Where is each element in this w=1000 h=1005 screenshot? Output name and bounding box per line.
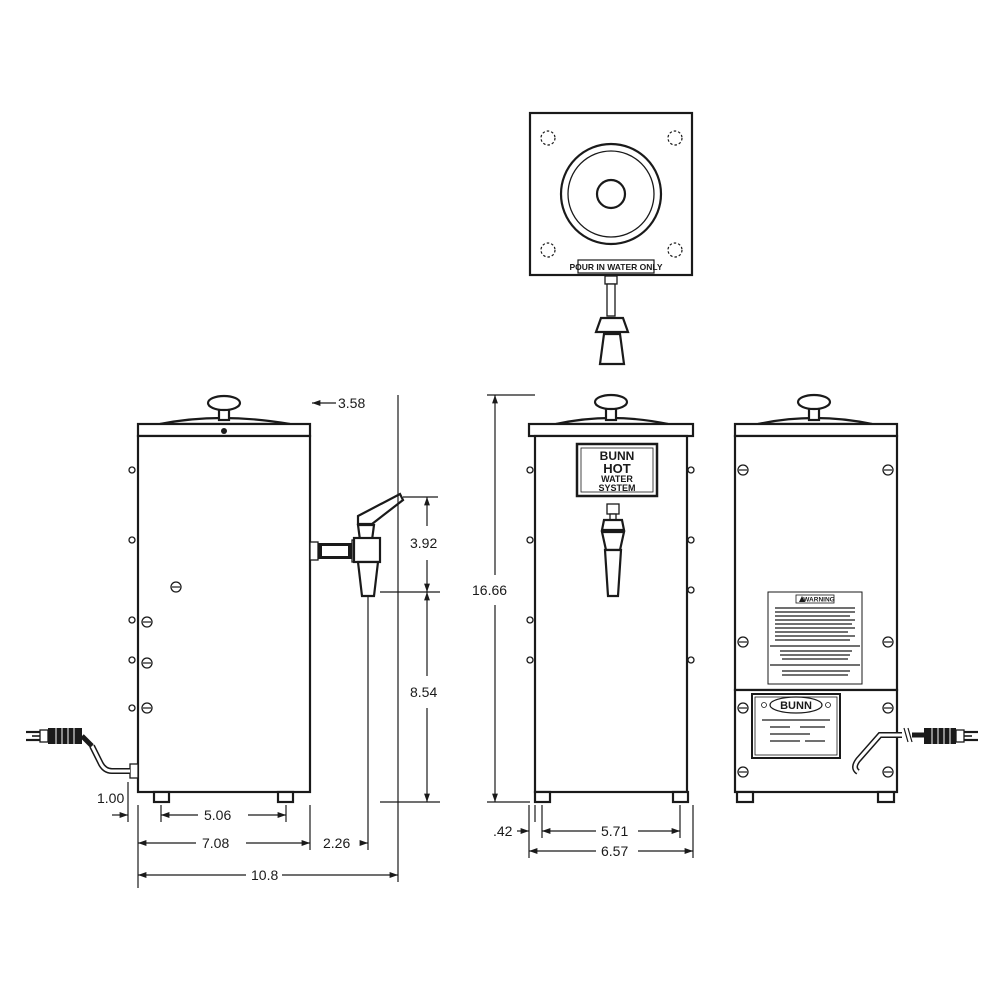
power-cord-icon bbox=[852, 727, 978, 775]
dim-side-depth: 7.08 bbox=[202, 835, 229, 851]
dim-side-feet: 5.06 bbox=[204, 807, 231, 823]
logo-brand: BUNN bbox=[600, 449, 635, 463]
dim-foot-height: .42 bbox=[493, 823, 513, 839]
dim-spout-clearance: 8.54 bbox=[410, 684, 437, 700]
warning-label: WARNING bbox=[767, 591, 863, 685]
logo-line-hot: HOT bbox=[603, 461, 631, 476]
logo-line-water: WATER bbox=[601, 474, 633, 484]
pour-label-plate bbox=[577, 259, 655, 274]
dim-spout-offset: 3.58 bbox=[338, 395, 365, 411]
nameplate-brand: BUNN bbox=[780, 700, 812, 712]
warning-title: WARNING bbox=[803, 597, 834, 604]
mounting-hole-icons bbox=[540, 130, 683, 258]
rear-view: WARNING BUNN bbox=[733, 393, 978, 804]
screw-icons bbox=[737, 464, 894, 778]
faucet-icon bbox=[600, 503, 626, 598]
bunn-logo: BUNN HOT WATER SYSTEM bbox=[575, 442, 659, 498]
lid-knob-icon bbox=[206, 394, 242, 422]
dim-overall-depth: 10.8 bbox=[251, 867, 278, 883]
dim-spout-height: 3.92 bbox=[410, 535, 437, 551]
nameplate: BUNN bbox=[751, 693, 841, 759]
dim-spout-reach: 2.26 bbox=[323, 835, 350, 851]
lid-knob-icon bbox=[796, 393, 832, 422]
dim-front-width: 6.57 bbox=[601, 843, 628, 859]
lid-knob-icon bbox=[593, 393, 629, 422]
front-view: BUNN HOT WATER SYSTEM bbox=[526, 393, 695, 804]
top-view: POUR IN WATER ONLY bbox=[528, 111, 694, 366]
side-view bbox=[26, 394, 405, 804]
dimension-lines: 3.58 3.92 8.54 16.66 1.00 5.06 7 bbox=[97, 394, 694, 888]
dim-front-feet: 5.71 bbox=[601, 823, 628, 839]
faucet-icon bbox=[594, 275, 630, 366]
dim-cord-offset: 1.00 bbox=[97, 790, 124, 806]
pour-label: POUR IN WATER ONLY bbox=[569, 262, 662, 272]
logo-line-system: SYSTEM bbox=[598, 483, 635, 493]
power-cord-icon bbox=[26, 728, 139, 779]
screw-icons bbox=[128, 466, 182, 714]
faucet-icon bbox=[309, 492, 405, 598]
dim-overall-height: 16.66 bbox=[472, 582, 507, 598]
